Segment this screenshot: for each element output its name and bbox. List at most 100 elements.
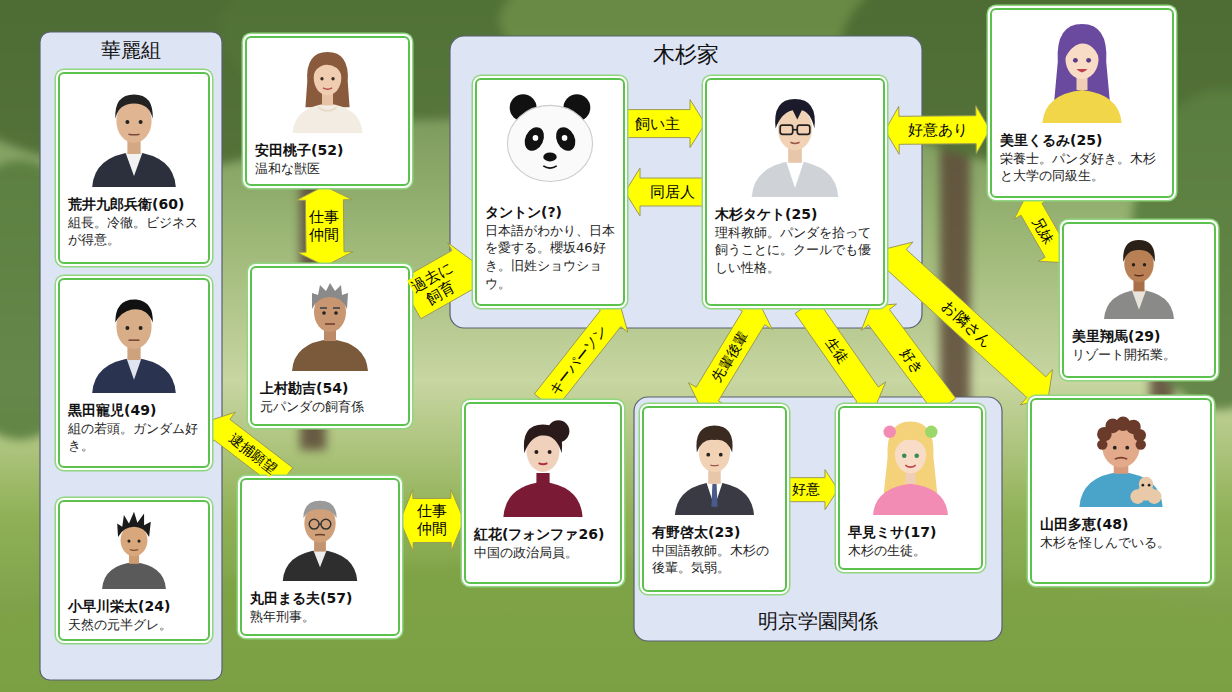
portrait-figure: [92, 299, 176, 393]
character-card: 紅花(フォンファ26)中国の政治局員。: [464, 402, 622, 584]
block-arrow: [787, 470, 838, 510]
character-name: タントン(?): [485, 203, 615, 222]
arrow-label: 好意あり: [907, 121, 967, 139]
portrait-figure: [293, 52, 363, 133]
character-name: 安田桃子(52): [255, 141, 400, 160]
character-card: タントン(?)日本語がわかり、日本を愛する。櫻坂46好き。旧姓ショウショウ。: [475, 78, 625, 306]
portrait: [479, 83, 621, 195]
character-card: 小早川栄太(24)天然の元半グレ。: [58, 500, 210, 641]
block-arrow: [534, 305, 627, 410]
portrait-figure: [1042, 24, 1121, 123]
character-name: 美里翔馬(29): [1072, 327, 1206, 346]
portrait-figure: [292, 283, 368, 371]
character-name: 荒井九郎兵衛(60): [68, 195, 200, 214]
block-arrow: [296, 186, 353, 266]
arrow-label: キーパーソン: [545, 322, 610, 398]
portrait: [646, 411, 783, 515]
portrait-figure: [507, 94, 592, 181]
portrait: [468, 407, 618, 517]
block-arrow: [625, 168, 705, 216]
block-arrow: [625, 100, 705, 148]
portrait: [1034, 403, 1208, 507]
arrow-label: 仕事仲間: [309, 208, 341, 244]
portrait: [994, 13, 1170, 123]
character-card: 美里くるみ(25)栄養士。パンダ好き。木杉と大学の同級生。: [990, 8, 1174, 198]
block-arrow: [881, 242, 1053, 405]
group-title: 木杉家: [450, 36, 922, 76]
block-arrow: [688, 306, 772, 406]
character-description: 栄養士。パンダ好き。木杉と大学の同級生。: [1000, 150, 1164, 185]
arrow-label: 飼い主: [635, 115, 680, 133]
arrow-label: 先輩後輩: [709, 328, 752, 385]
character-name: 美里くるみ(25): [1000, 131, 1164, 150]
portrait-figure: [1079, 417, 1162, 507]
portrait-figure: [503, 420, 582, 517]
group-title: 明京学園関係: [634, 603, 1002, 641]
character-name: 有野啓太(23): [652, 523, 777, 542]
group-panel: 明京学園関係有野啓太(23)中国語教師。木杉の後輩。気弱。早見ミサ(17)木杉の…: [634, 397, 1002, 641]
portrait: [62, 283, 206, 393]
character-description: 天然の元半グレ。: [68, 616, 200, 634]
character-description: 温和な獣医: [255, 160, 400, 178]
portrait: [62, 77, 206, 187]
character-card: 丸田まる夫(57)熟年刑事。: [240, 478, 400, 636]
portrait: [1066, 227, 1212, 319]
character-description: 木杉を怪しんでいる。: [1040, 534, 1202, 552]
block-arrow: [400, 489, 464, 551]
character-description: リゾート開拓業。: [1072, 346, 1206, 364]
character-description: 中国語教師。木杉の後輩。気弱。: [652, 542, 777, 577]
group-panel: 木杉家タントン(?)日本語がわかり、日本を愛する。櫻坂46好き。旧姓ショウショウ…: [450, 36, 922, 328]
character-description: 組の若頭。ガンダム好き。: [68, 420, 200, 455]
arrow-label: 仕事仲間: [416, 502, 448, 538]
character-name: 丸田まる夫(57): [250, 589, 390, 608]
character-card: 黒田寵児(49)組の若頭。ガンダム好き。: [58, 278, 210, 468]
character-description: 元パンダの飼育係: [260, 398, 400, 416]
portrait: [709, 83, 881, 197]
character-name: 黒田寵児(49): [68, 401, 200, 420]
arrow-label: 好き: [897, 345, 927, 377]
character-name: 小早川栄太(24): [68, 597, 200, 616]
portrait: [254, 271, 406, 371]
character-card: 安田桃子(52)温和な獣医: [245, 36, 410, 186]
character-name: 早見ミサ(17): [848, 523, 973, 542]
character-name: 紅花(フォンファ26): [474, 525, 612, 544]
portrait-figure: [675, 426, 754, 515]
character-name: 上村勘吉(54): [260, 379, 400, 398]
character-description: 熟年刑事。: [250, 608, 390, 626]
portrait-figure: [752, 99, 839, 197]
character-description: 木杉の生徒。: [848, 542, 973, 560]
arrow-label: 逮捕願望: [226, 430, 281, 477]
character-card: 有野啓太(23)中国語教師。木杉の後輩。気弱。: [642, 406, 787, 592]
character-card: 木杉タケト(25)理科教師。パンダを拾って飼うことに。クールでも優しい性格。: [705, 78, 885, 306]
portrait-figure: [1104, 240, 1174, 319]
portrait: [842, 411, 979, 515]
arrow-label: お隣さん: [938, 297, 994, 351]
character-name: 木杉タケト(25): [715, 205, 875, 224]
group-panel-fills: [40, 32, 1002, 680]
portrait: [62, 505, 206, 589]
arrow-label: 好意: [792, 481, 820, 498]
group-panel: 華麗組荒井九郎兵衛(60)組長。冷徹。ビジネスが得意。黒田寵児(49)組の若頭。…: [40, 32, 222, 680]
character-card: 荒井九郎兵衛(60)組長。冷徹。ビジネスが得意。: [58, 72, 210, 264]
portrait-figure: [283, 501, 357, 581]
character-card: 早見ミサ(17)木杉の生徒。: [838, 406, 983, 570]
group-title: 華麗組: [40, 32, 222, 70]
arrow-label: 生徒: [822, 334, 852, 367]
arrow-label: 過去に飼育: [407, 257, 465, 311]
portrait: [249, 41, 406, 133]
character-description: 組長。冷徹。ビジネスが得意。: [68, 214, 200, 249]
character-description: 理科教師。パンダを拾って飼うことに。クールでも優しい性格。: [715, 224, 875, 277]
portrait-figure: [92, 95, 176, 187]
block-arrow: [399, 243, 478, 319]
arrow-label: 同居人: [650, 183, 695, 201]
character-card: 美里翔馬(29)リゾート開拓業。: [1062, 222, 1216, 378]
portrait-figure: [102, 512, 166, 589]
block-arrow: [885, 106, 990, 155]
block-arrow: [861, 304, 955, 414]
character-name: 山田多恵(48): [1040, 515, 1202, 534]
arrow-label: 兄妹: [1029, 214, 1058, 247]
character-card: 山田多恵(48)木杉を怪しんでいる。: [1030, 398, 1212, 584]
portrait-figure: [873, 421, 948, 515]
